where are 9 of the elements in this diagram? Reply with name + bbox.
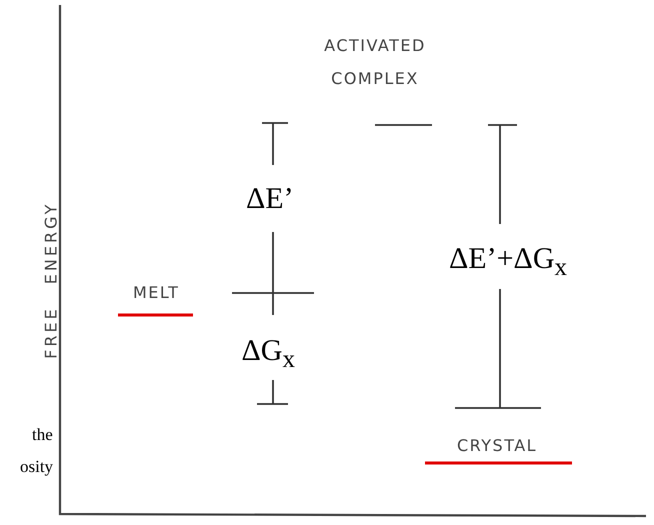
axis-title: FREE ENERGY [42, 202, 60, 359]
energy-label: ΔG$_{x}$ [242, 334, 295, 374]
text-fragment: the [32, 425, 53, 445]
energy-label: ΔE’ [246, 182, 294, 216]
state-label: CRYSTAL [457, 437, 538, 456]
state-label: ACTIVATED COMPLEX [323, 34, 427, 90]
text-fragment: osity [20, 457, 54, 477]
state-label: MELT [133, 284, 180, 302]
energy-label: ΔE’+ΔG$_{x}$ [449, 242, 567, 282]
